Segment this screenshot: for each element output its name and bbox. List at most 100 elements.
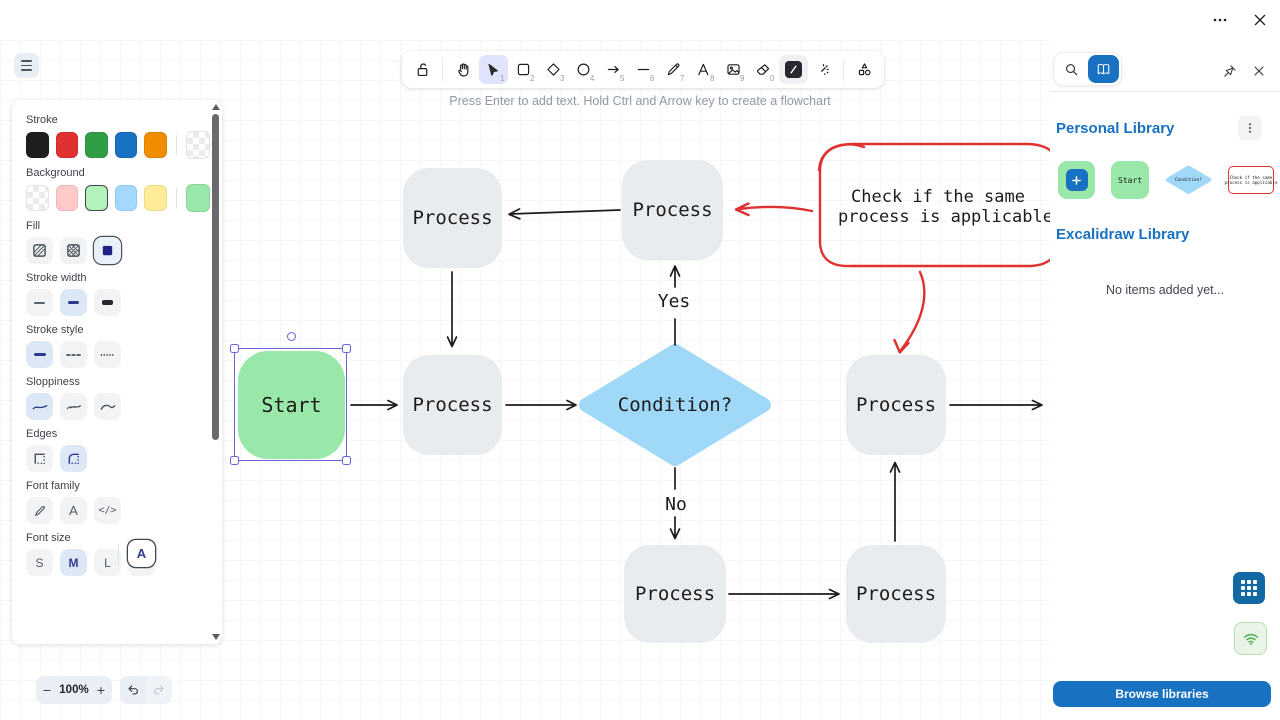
fill-hachure-button[interactable] [26,237,53,264]
flow-node-process-bottomright[interactable]: Process [846,545,946,643]
library-item-condition[interactable]: Condition? [1165,165,1212,195]
sidebar-content: Personal Library Start [1050,116,1280,297]
rectangle-tool-button[interactable]: 2 [509,55,538,84]
flow-node-process-right[interactable]: Process [846,355,946,455]
ellipse-icon [577,63,589,76]
font-size-s-button[interactable]: S [26,549,53,576]
background-blue[interactable] [114,185,138,211]
stroke-color-green[interactable] [85,132,108,158]
background-pink[interactable] [55,185,79,211]
zoom-out-button[interactable]: − [42,682,52,698]
stroke-width-extrabold-button[interactable] [94,289,121,316]
flow-node-process-topleft[interactable]: Process [403,168,502,268]
font-family-picker-button[interactable]: A [128,540,155,567]
redo-button[interactable] [146,676,172,704]
selection-handle-ne[interactable] [342,344,351,353]
stroke-style-dashed-button[interactable] [60,341,87,368]
font-size-l-button[interactable]: L [94,549,121,576]
diamond-tool-button[interactable]: 3 [539,55,568,84]
extension-grid-button[interactable] [1233,572,1265,604]
tab-search[interactable] [1056,55,1088,83]
close-sidebar-button[interactable] [1248,60,1270,82]
flow-node-start[interactable]: Start [238,351,345,459]
scrollbar-thumb[interactable] [212,114,219,440]
library-menu-button[interactable] [1238,116,1262,140]
window-more-button[interactable] [1208,8,1232,32]
text-tool-button[interactable]: 8 [689,55,718,84]
flow-node-condition[interactable]: Condition? [578,344,772,466]
stroke-style-solid-button[interactable] [26,341,53,368]
sloppiness-artist-button[interactable] [60,393,87,420]
fill-solid-button[interactable] [94,237,121,264]
main-menu-button[interactable] [14,53,39,78]
zoom-level-value[interactable]: 100% [59,684,89,696]
sloppiness-cartoonist-button[interactable] [94,393,121,420]
library-add-item-button[interactable] [1058,161,1096,199]
edges-round-button[interactable] [60,445,87,472]
ellipse-tool-button[interactable]: 4 [569,55,598,84]
library-item-annotation[interactable]: Check if the same process is applicable [1225,166,1277,194]
zoom-in-button[interactable]: + [96,682,106,698]
background-transparent[interactable] [26,185,49,211]
flow-node-process-bottommid[interactable]: Process [624,545,726,643]
lock-tool-button[interactable] [408,55,437,84]
tab-library[interactable] [1087,55,1119,83]
font-family-handdrawn-button[interactable] [26,497,53,524]
search-icon [1066,63,1078,75]
stroke-section-label: Stroke [26,114,58,126]
window-close-button[interactable] [1248,8,1272,32]
current-font-icon: A [136,546,147,561]
font-size-m-button[interactable]: M [60,549,87,576]
sloppiness-architect-button[interactable] [26,393,53,420]
browse-libraries-button[interactable]: Browse libraries [1053,681,1271,707]
selection-tool-button[interactable]: 1 [478,55,508,84]
line-tool-button[interactable]: 6 [629,55,658,84]
font-family-normal-button[interactable]: A [60,497,87,524]
selection-cursor-icon [488,63,498,76]
stroke-color-red[interactable] [55,132,79,158]
edges-sharp-button[interactable] [26,445,53,472]
undo-button[interactable] [120,676,146,704]
background-yellow[interactable] [144,185,167,211]
stroke-color-orange[interactable] [144,132,167,158]
laser-pointer-button[interactable] [809,55,838,84]
stroke-width-thin-button[interactable] [26,289,53,316]
image-tool-button[interactable]: 9 [719,55,748,84]
personal-library-heading: Personal Library [1056,119,1175,137]
selection-handle-se[interactable] [342,456,351,465]
excalidraw-library-heading: Excalidraw Library [1056,226,1190,243]
panel-scrollbar[interactable] [211,102,221,642]
hand-tool-button[interactable] [449,55,478,84]
more-shapes-button[interactable] [850,55,879,84]
eraser-tool-button[interactable]: 0 [749,55,778,84]
font-family-code-button[interactable]: </> [94,497,121,524]
selection-handle-sw[interactable] [230,456,239,465]
flow-label-yes[interactable]: Yes [657,291,691,312]
extension-wifi-button[interactable] [1234,622,1267,655]
rotation-handle[interactable] [287,332,296,341]
selection-handle-nw[interactable] [230,344,239,353]
stroke-width-bold-button[interactable] [60,289,87,316]
stroke-color-black[interactable] [26,132,49,158]
background-green[interactable] [85,185,108,211]
selection-box[interactable] [230,344,351,465]
current-stroke-color-swatch[interactable] [185,131,211,159]
fill-crosshatch-button[interactable] [60,237,87,264]
scroll-up-arrow[interactable] [212,104,220,110]
pin-sidebar-button[interactable] [1218,60,1240,82]
flow-node-process-topright[interactable]: Process [622,160,723,260]
library-item-start[interactable]: Start [1111,161,1149,199]
flow-label-no[interactable]: No [665,494,687,515]
frame-tool-button[interactable] [778,55,808,84]
zoom-control: − 100% + [36,676,112,704]
flow-node-process-mid[interactable]: Process [403,355,502,455]
draw-tool-button[interactable]: 7 [659,55,688,84]
current-background-swatch[interactable] [185,184,211,212]
tool-toolbar: 1 2 3 4 5 6 7 8 [402,51,884,88]
stroke-style-dotted-button[interactable] [94,341,121,368]
annotation-text[interactable]: Check if the same process is applicable [838,187,1053,227]
arrow-tool-button[interactable]: 5 [599,55,628,84]
scroll-down-arrow[interactable] [212,634,220,640]
round-corner-icon [68,453,79,465]
stroke-color-blue[interactable] [114,132,138,158]
